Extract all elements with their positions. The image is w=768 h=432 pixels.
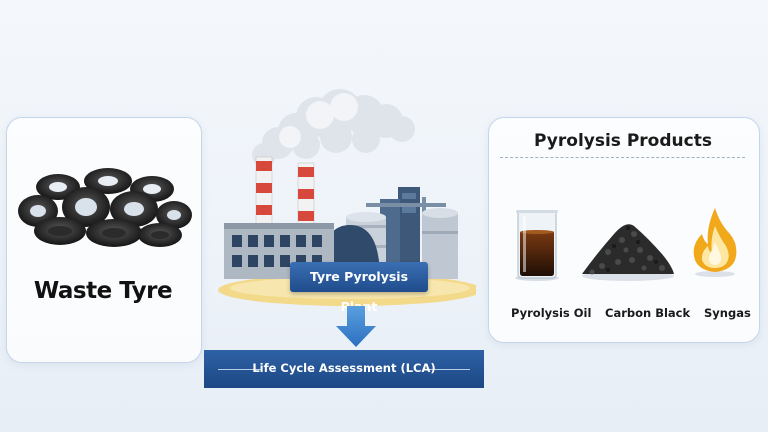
plant-label: Tyre Pyrolysis Plant: [290, 262, 428, 314]
product-label-carbon-black: Carbon Black: [605, 306, 691, 320]
product-label-pyrolysis-oil: Pyrolysis Oil: [511, 306, 592, 320]
lca-bar-line-right: [426, 369, 470, 370]
carbon-black-pile-icon: [582, 224, 674, 281]
lca-label: Life Cycle Assessment (LCA): [252, 361, 436, 375]
tyre-pile-icon: [18, 168, 192, 247]
flame-icon: [693, 208, 737, 277]
down-arrow-icon: [336, 306, 376, 347]
lca-bar-line-left: [218, 369, 262, 370]
product-label-syngas: Syngas: [704, 306, 751, 320]
oil-beaker-icon: [515, 210, 559, 281]
waste-tyre-title: Waste Tyre: [33, 278, 173, 304]
products-title: Pyrolysis Products: [534, 131, 712, 151]
lca-bar: Life Cycle Assessment (LCA): [204, 350, 484, 388]
products-divider: [500, 157, 745, 158]
